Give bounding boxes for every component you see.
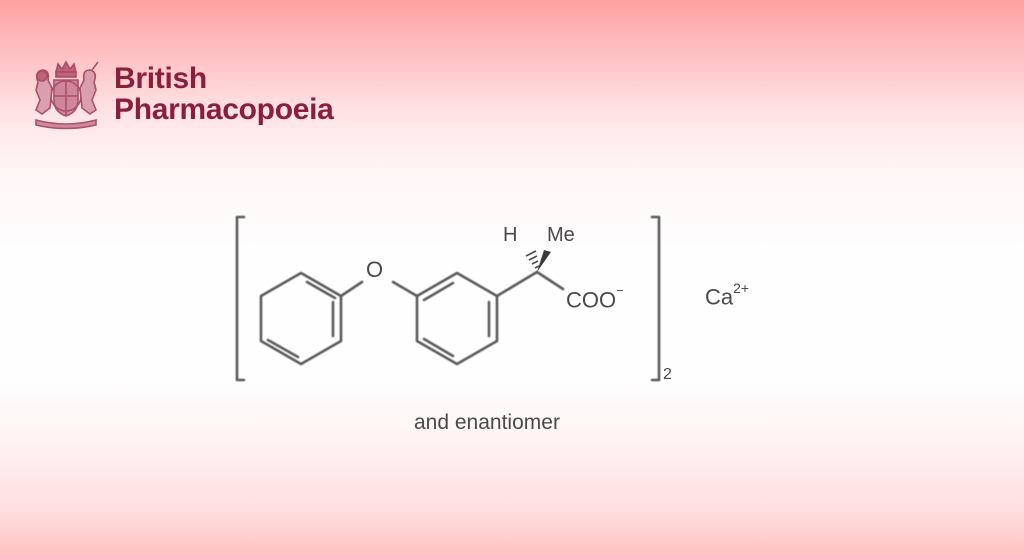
bracket-subscript: 2 [663, 366, 672, 383]
carboxylate-label: COO− [566, 283, 624, 313]
carboxylate-text: COO [566, 287, 617, 313]
calcium-charge: 2+ [733, 280, 750, 296]
hashed-wedge-bond [525, 250, 540, 269]
brand-logo: British Pharmacopoeia [28, 58, 334, 130]
phenylene-ring [415, 271, 499, 366]
structure-caption: and enantiomer [414, 411, 560, 434]
carboxylate-charge: − [616, 283, 624, 298]
right-bracket [650, 215, 661, 382]
calcium-symbol: Ca [705, 284, 734, 310]
solid-wedge-bond [537, 250, 551, 272]
phenyl-ring [259, 271, 343, 366]
royal-coat-of-arms-icon [35, 60, 99, 130]
methyl-group-label: Me [547, 224, 575, 246]
oxygen-atom-label: O [366, 257, 384, 282]
brand-line-2: Pharmacopoeia [114, 93, 334, 126]
brand-wordmark: British Pharmacopoeia [114, 63, 334, 125]
left-bracket [235, 215, 246, 382]
hydrogen-atom-label: H [503, 224, 518, 246]
brand-line-1: British [114, 62, 207, 95]
calcium-ion-label: Ca2+ [705, 280, 750, 310]
